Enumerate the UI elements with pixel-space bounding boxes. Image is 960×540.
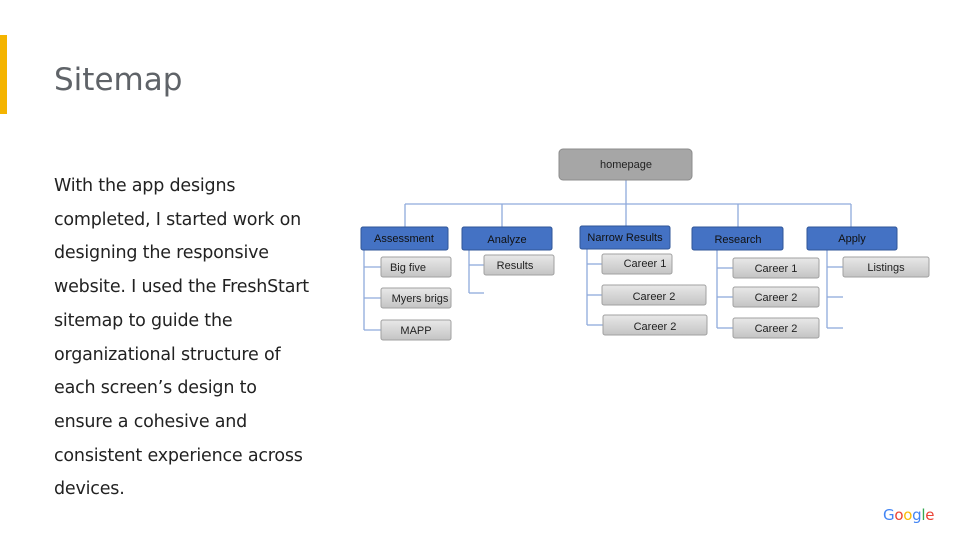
node-section-label: Analyze xyxy=(487,234,526,246)
logo-letter: g xyxy=(912,506,922,524)
google-logo: Google xyxy=(883,506,934,524)
node-section-label: Narrow Results xyxy=(587,232,663,244)
node-homepage: homepage xyxy=(558,148,693,181)
node-child-label: Career 2 xyxy=(755,323,798,335)
slide-title: Sitemap xyxy=(54,62,183,98)
logo-letter: o xyxy=(903,506,913,524)
node-child: Career 1 xyxy=(732,257,820,279)
node-child-label: Career 1 xyxy=(624,258,667,270)
node-child: Career 2 xyxy=(601,284,707,306)
connector-lines xyxy=(363,180,852,331)
node-homepage-label: homepage xyxy=(600,159,652,171)
node-section-label: Assessment xyxy=(374,233,434,245)
node-child-label: Career 1 xyxy=(755,263,798,275)
node-section: Research xyxy=(691,226,784,251)
node-child-label: Results xyxy=(497,260,534,272)
node-child: Career 1 xyxy=(601,253,673,275)
accent-bar xyxy=(0,35,7,114)
node-section-label: Apply xyxy=(838,233,866,245)
node-section: Analyze xyxy=(461,226,553,251)
node-child-label: Big five xyxy=(390,262,426,274)
node-child-label: Listings xyxy=(867,262,905,274)
node-child-label: MAPP xyxy=(400,325,431,337)
logo-letter: o xyxy=(894,506,904,524)
slide-body-text: With the app designs completed, I starte… xyxy=(54,176,309,500)
node-child: Career 2 xyxy=(732,286,820,308)
logo-letter: e xyxy=(925,506,935,524)
node-section: Narrow Results xyxy=(579,225,671,250)
node-section: Apply xyxy=(806,226,898,251)
node-child: Myers brigs xyxy=(380,287,452,309)
node-section-label: Research xyxy=(714,234,761,246)
node-child-label: Career 2 xyxy=(633,291,676,303)
node-child: Results xyxy=(483,254,555,276)
node-child: Career 2 xyxy=(732,317,820,339)
node-section: Assessment xyxy=(360,226,449,251)
node-child-label: Myers brigs xyxy=(392,293,449,305)
node-child: Big five xyxy=(380,256,452,278)
node-child: MAPP xyxy=(380,319,452,341)
node-child-label: Career 2 xyxy=(634,321,677,333)
logo-letter: l xyxy=(921,506,926,524)
node-child-label: Career 2 xyxy=(755,292,798,304)
node-child: Career 2 xyxy=(602,314,708,336)
node-child: Listings xyxy=(842,256,930,278)
logo-letter: G xyxy=(883,506,895,524)
